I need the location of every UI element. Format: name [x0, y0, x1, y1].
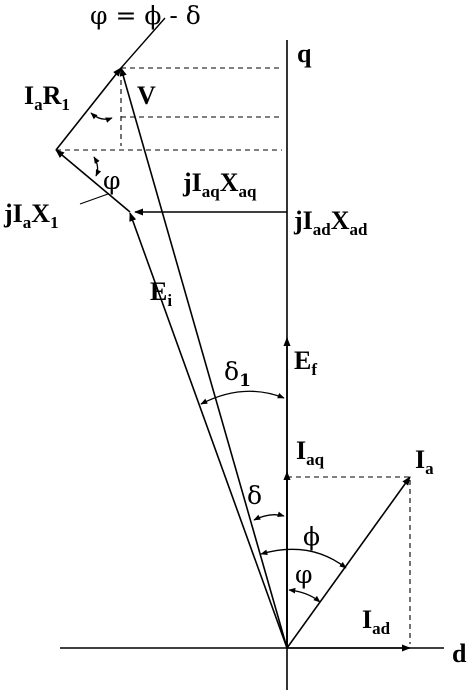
jiaqxaq-j: jI	[182, 168, 202, 197]
jiaqxaq-sub: aq	[202, 182, 221, 201]
ia-r1-sub2: 1	[61, 95, 70, 114]
v-phasor-arrow	[119, 67, 288, 649]
iad-label: Iad	[362, 605, 391, 638]
jiax1-j: jI	[3, 199, 23, 228]
ia-r1-mid: R	[43, 81, 62, 110]
d-axis-label: d	[452, 639, 467, 668]
ia-sub: a	[425, 459, 434, 478]
jiadxad-x: X	[331, 206, 350, 235]
jiadxad-j: jI	[293, 206, 313, 235]
phi-lower-label: ϕ	[303, 522, 320, 551]
delta1-label: δ1	[224, 357, 251, 391]
ei-phasor-arrow	[129, 212, 288, 649]
arc-delta1	[200, 390, 285, 405]
arc-varphi-upper	[93, 156, 102, 177]
jiadxad-sub2: ad	[350, 220, 369, 239]
iad-base: I	[362, 605, 372, 634]
ia-r1-sub: a	[34, 95, 43, 114]
ia-base: I	[415, 445, 425, 474]
jiax1-leader-line	[79, 193, 109, 205]
angle-relation-label: φ = ϕ - δ	[90, 1, 201, 30]
jiaqxaq-label: jIaqXaq	[182, 168, 257, 201]
angle-reference-line	[120, 17, 166, 69]
ia-phasor-arrow	[286, 476, 411, 649]
iaq-sub: aq	[306, 450, 325, 469]
ei-sub: i	[167, 291, 172, 310]
ei-label: Ei	[150, 277, 172, 310]
v-phasor-label: V	[137, 81, 156, 110]
ef-sub: f	[311, 360, 317, 379]
iar1-phasor-arrow	[55, 67, 122, 151]
jiax1-sub2: 1	[50, 213, 59, 232]
arc-v-r1	[90, 112, 113, 123]
arc-phi	[260, 548, 347, 569]
iad-sub: ad	[372, 619, 391, 638]
ef-label: Ef	[294, 346, 317, 379]
q-axis-label: q	[297, 39, 312, 68]
iaq-label: Iaq	[296, 436, 325, 469]
ia-r1-base: I	[24, 81, 34, 110]
jiaqxaq-x: X	[220, 168, 239, 197]
arc-delta	[253, 511, 285, 521]
phi-upper-label: φ	[103, 166, 121, 195]
arc-varphi-lower	[288, 587, 321, 603]
construction-lines	[56, 67, 411, 644]
jiax1-label: jIaX1	[3, 199, 59, 232]
jiadxad-sub: ad	[313, 220, 332, 239]
delta-label: δ	[247, 481, 262, 510]
delta1-sub: 1	[239, 371, 251, 391]
angle-arcs	[90, 112, 347, 603]
varphi-lower-label: φ	[295, 560, 313, 589]
ia-label: Ia	[415, 445, 434, 478]
jiaqxaq-sub2: aq	[239, 182, 258, 201]
jiax1-x: X	[31, 199, 50, 228]
ef-base: E	[294, 346, 311, 375]
ia-r1-label: IaR1	[24, 81, 70, 114]
ei-base: E	[150, 277, 167, 306]
iaq-base: I	[296, 436, 306, 465]
jiax1-phasor-arrow	[55, 149, 131, 213]
delta1-base: δ	[224, 357, 239, 386]
jiadxad-label: jIadXad	[293, 206, 368, 239]
jiax1-sub: a	[23, 213, 32, 232]
